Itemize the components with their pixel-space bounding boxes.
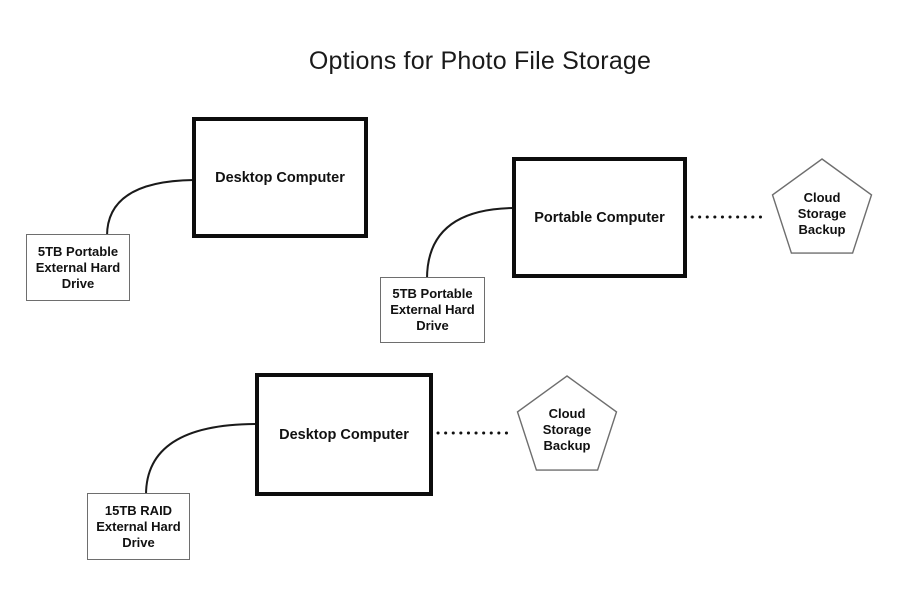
external-drive-15tb-label: 15TB RAID External Hard Drive (96, 502, 181, 550)
cloud-storage-pentagon-1 (771, 158, 873, 254)
external-drive-5tb-node-2: 5TB Portable External Hard Drive (380, 277, 485, 343)
page-title: Options for Photo File Storage (308, 47, 652, 75)
connector-curve-drive5tb1-desktop1 (106, 179, 195, 237)
desktop-computer-node-1: Desktop Computer (192, 117, 368, 238)
cloud-storage-label-1: Cloud Storage Backup (797, 190, 847, 237)
cloud-storage-label-2: Cloud Storage Backup (542, 406, 592, 453)
external-drive-5tb-label-1: 5TB Portable External Hard Drive (35, 243, 121, 291)
cloud-storage-pentagon-2 (516, 375, 618, 471)
portable-computer-node: Portable Computer (512, 157, 687, 278)
connector-curve-drive5tb2-portable (426, 207, 515, 280)
external-drive-5tb-node-1: 5TB Portable External Hard Drive (26, 234, 130, 301)
desktop-computer-node-2: Desktop Computer (255, 373, 433, 496)
portable-computer-label: Portable Computer (534, 209, 665, 226)
external-drive-5tb-label-2: 5TB Portable External Hard Drive (390, 286, 475, 333)
desktop-computer-label-2: Desktop Computer (279, 426, 409, 443)
external-drive-15tb-node: 15TB RAID External Hard Drive (87, 493, 190, 560)
desktop-computer-label-1: Desktop Computer (215, 169, 345, 186)
connector-curve-drive15tb-desktop2 (145, 423, 258, 496)
